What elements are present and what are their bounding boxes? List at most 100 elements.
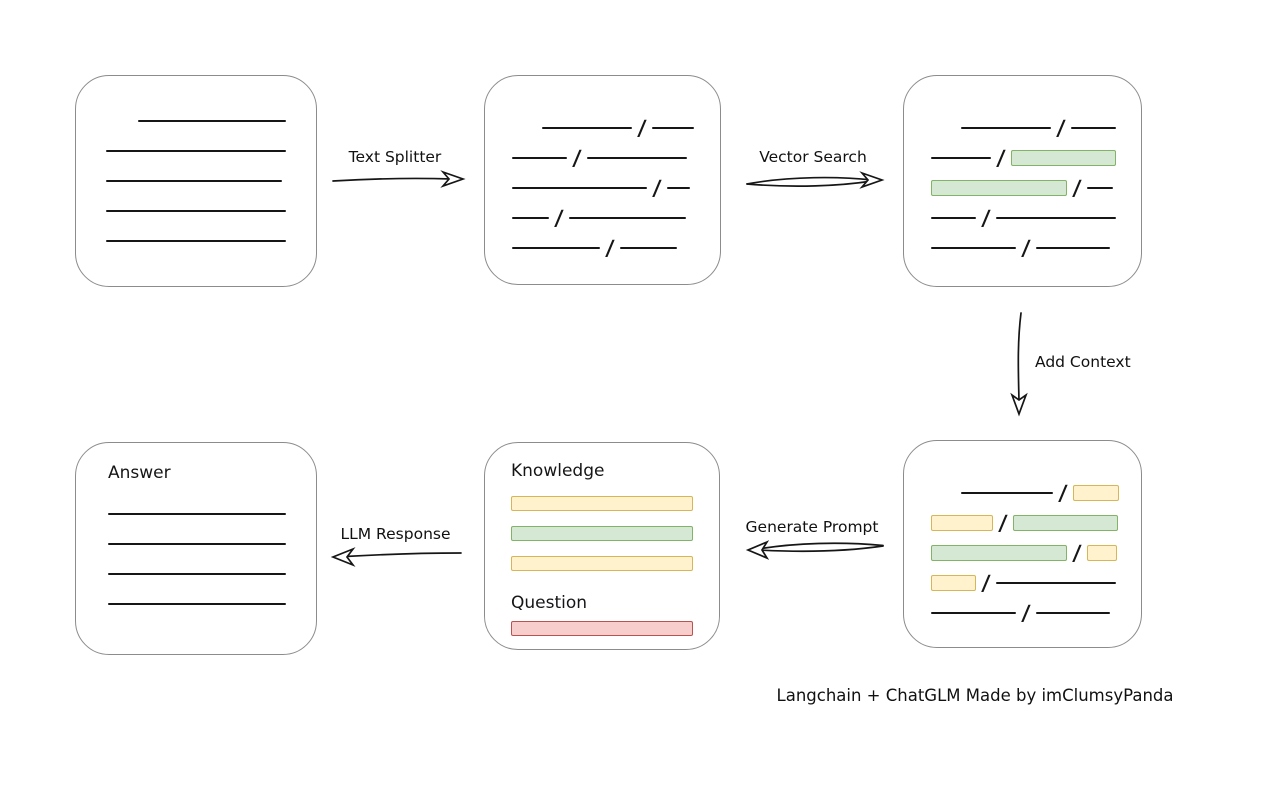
text-line	[106, 150, 286, 152]
slash-separator: /	[553, 205, 564, 230]
add-context-label: Add Context	[1035, 353, 1131, 371]
answer-title: Answer	[108, 463, 171, 483]
slash-separator: /	[651, 175, 662, 200]
text-row: /	[931, 233, 1114, 263]
text-line	[1035, 247, 1110, 249]
slash-separator: /	[1020, 235, 1031, 260]
green-highlight-chip	[931, 545, 1067, 561]
green-highlight-chip	[1010, 150, 1116, 166]
text-line	[512, 217, 549, 219]
chunk-lines: /////	[485, 76, 720, 263]
slash-separator: /	[571, 145, 582, 170]
text-line	[961, 127, 1051, 129]
text-line	[651, 127, 694, 129]
text-line	[961, 492, 1053, 494]
llm-response-label: LLM Response	[340, 525, 451, 543]
text-line	[931, 217, 976, 219]
text-line	[1035, 612, 1110, 614]
yellow-highlight-chip	[1072, 485, 1119, 501]
text-line	[568, 217, 686, 219]
text-row	[106, 196, 286, 226]
yellow-highlight-chip	[931, 515, 993, 531]
slash-separator: /	[1071, 175, 1082, 200]
split-chunks-card: /////	[484, 75, 721, 285]
answer-lines	[76, 499, 316, 619]
question-title: Question	[511, 593, 588, 613]
answer-card: Answer	[75, 442, 317, 655]
yellow-bar	[511, 556, 693, 571]
text-line	[108, 543, 286, 545]
text-row: /	[931, 203, 1116, 233]
text-line	[108, 513, 286, 515]
context-lines: /////	[904, 441, 1141, 628]
slash-separator: /	[1020, 600, 1031, 625]
text-row: /	[512, 203, 693, 233]
slash-separator: /	[997, 510, 1008, 535]
text-line	[995, 582, 1116, 584]
green-highlight-chip	[931, 180, 1067, 196]
vector-search-arrow	[746, 171, 885, 189]
slash-separator: /	[980, 205, 991, 230]
yellow-bar	[511, 496, 693, 511]
text-row	[108, 499, 286, 529]
add-context-arrow	[1010, 312, 1028, 417]
text-line	[1086, 187, 1113, 189]
text-row: /	[931, 568, 1116, 598]
slash-separator: /	[1055, 115, 1066, 140]
text-line	[931, 157, 991, 159]
green-bar	[511, 526, 693, 541]
red-bar	[511, 621, 693, 636]
prompt-card: Knowledge Question	[484, 442, 720, 650]
slash-separator: /	[1057, 480, 1068, 505]
yellow-highlight-chip	[1086, 545, 1117, 561]
slash-separator: /	[995, 145, 1006, 170]
text-row: /	[512, 143, 693, 173]
text-row	[108, 559, 286, 589]
text-line	[108, 603, 286, 605]
text-line	[542, 127, 632, 129]
text-line	[108, 573, 286, 575]
text-row: /	[961, 113, 1116, 143]
yellow-highlight-chip	[931, 575, 976, 591]
generate-prompt-arrow	[745, 540, 884, 560]
text-line	[1070, 127, 1116, 129]
text-line	[619, 247, 677, 249]
question-bars	[511, 621, 693, 651]
text-line	[106, 210, 286, 212]
text-line	[512, 247, 600, 249]
text-line	[512, 157, 567, 159]
text-row: /	[931, 538, 1117, 568]
text-line	[931, 612, 1016, 614]
text-line	[666, 187, 690, 189]
knowledge-title: Knowledge	[511, 461, 605, 481]
text-row	[108, 589, 286, 619]
text-row	[106, 226, 286, 256]
context-card: /////	[903, 440, 1142, 648]
text-row: /	[542, 113, 694, 143]
text-row: /	[961, 478, 1119, 508]
slash-separator: /	[636, 115, 647, 140]
text-row	[108, 529, 286, 559]
retrieved-lines: / / / / /	[904, 76, 1141, 263]
vector-matched-card: / / / / /	[903, 75, 1142, 287]
text-line	[106, 240, 286, 242]
document-lines	[76, 76, 316, 256]
text-line	[512, 187, 647, 189]
text-row	[106, 166, 286, 196]
text-splitter-label: Text Splitter	[348, 148, 442, 166]
text-row: /	[931, 598, 1114, 628]
text-row	[106, 136, 286, 166]
text-line	[138, 120, 286, 122]
knowledge-bars	[511, 496, 693, 586]
vector-search-label: Vector Search	[759, 148, 867, 166]
text-splitter-arrow	[332, 170, 466, 188]
text-row: /	[931, 143, 1116, 173]
diagram-caption: Langchain + ChatGLM Made by imClumsyPand…	[776, 686, 1174, 705]
generate-prompt-label: Generate Prompt	[745, 518, 879, 536]
text-line	[586, 157, 687, 159]
text-row	[138, 106, 286, 136]
source-document-card	[75, 75, 317, 287]
text-line	[931, 247, 1016, 249]
green-highlight-chip	[1012, 515, 1118, 531]
